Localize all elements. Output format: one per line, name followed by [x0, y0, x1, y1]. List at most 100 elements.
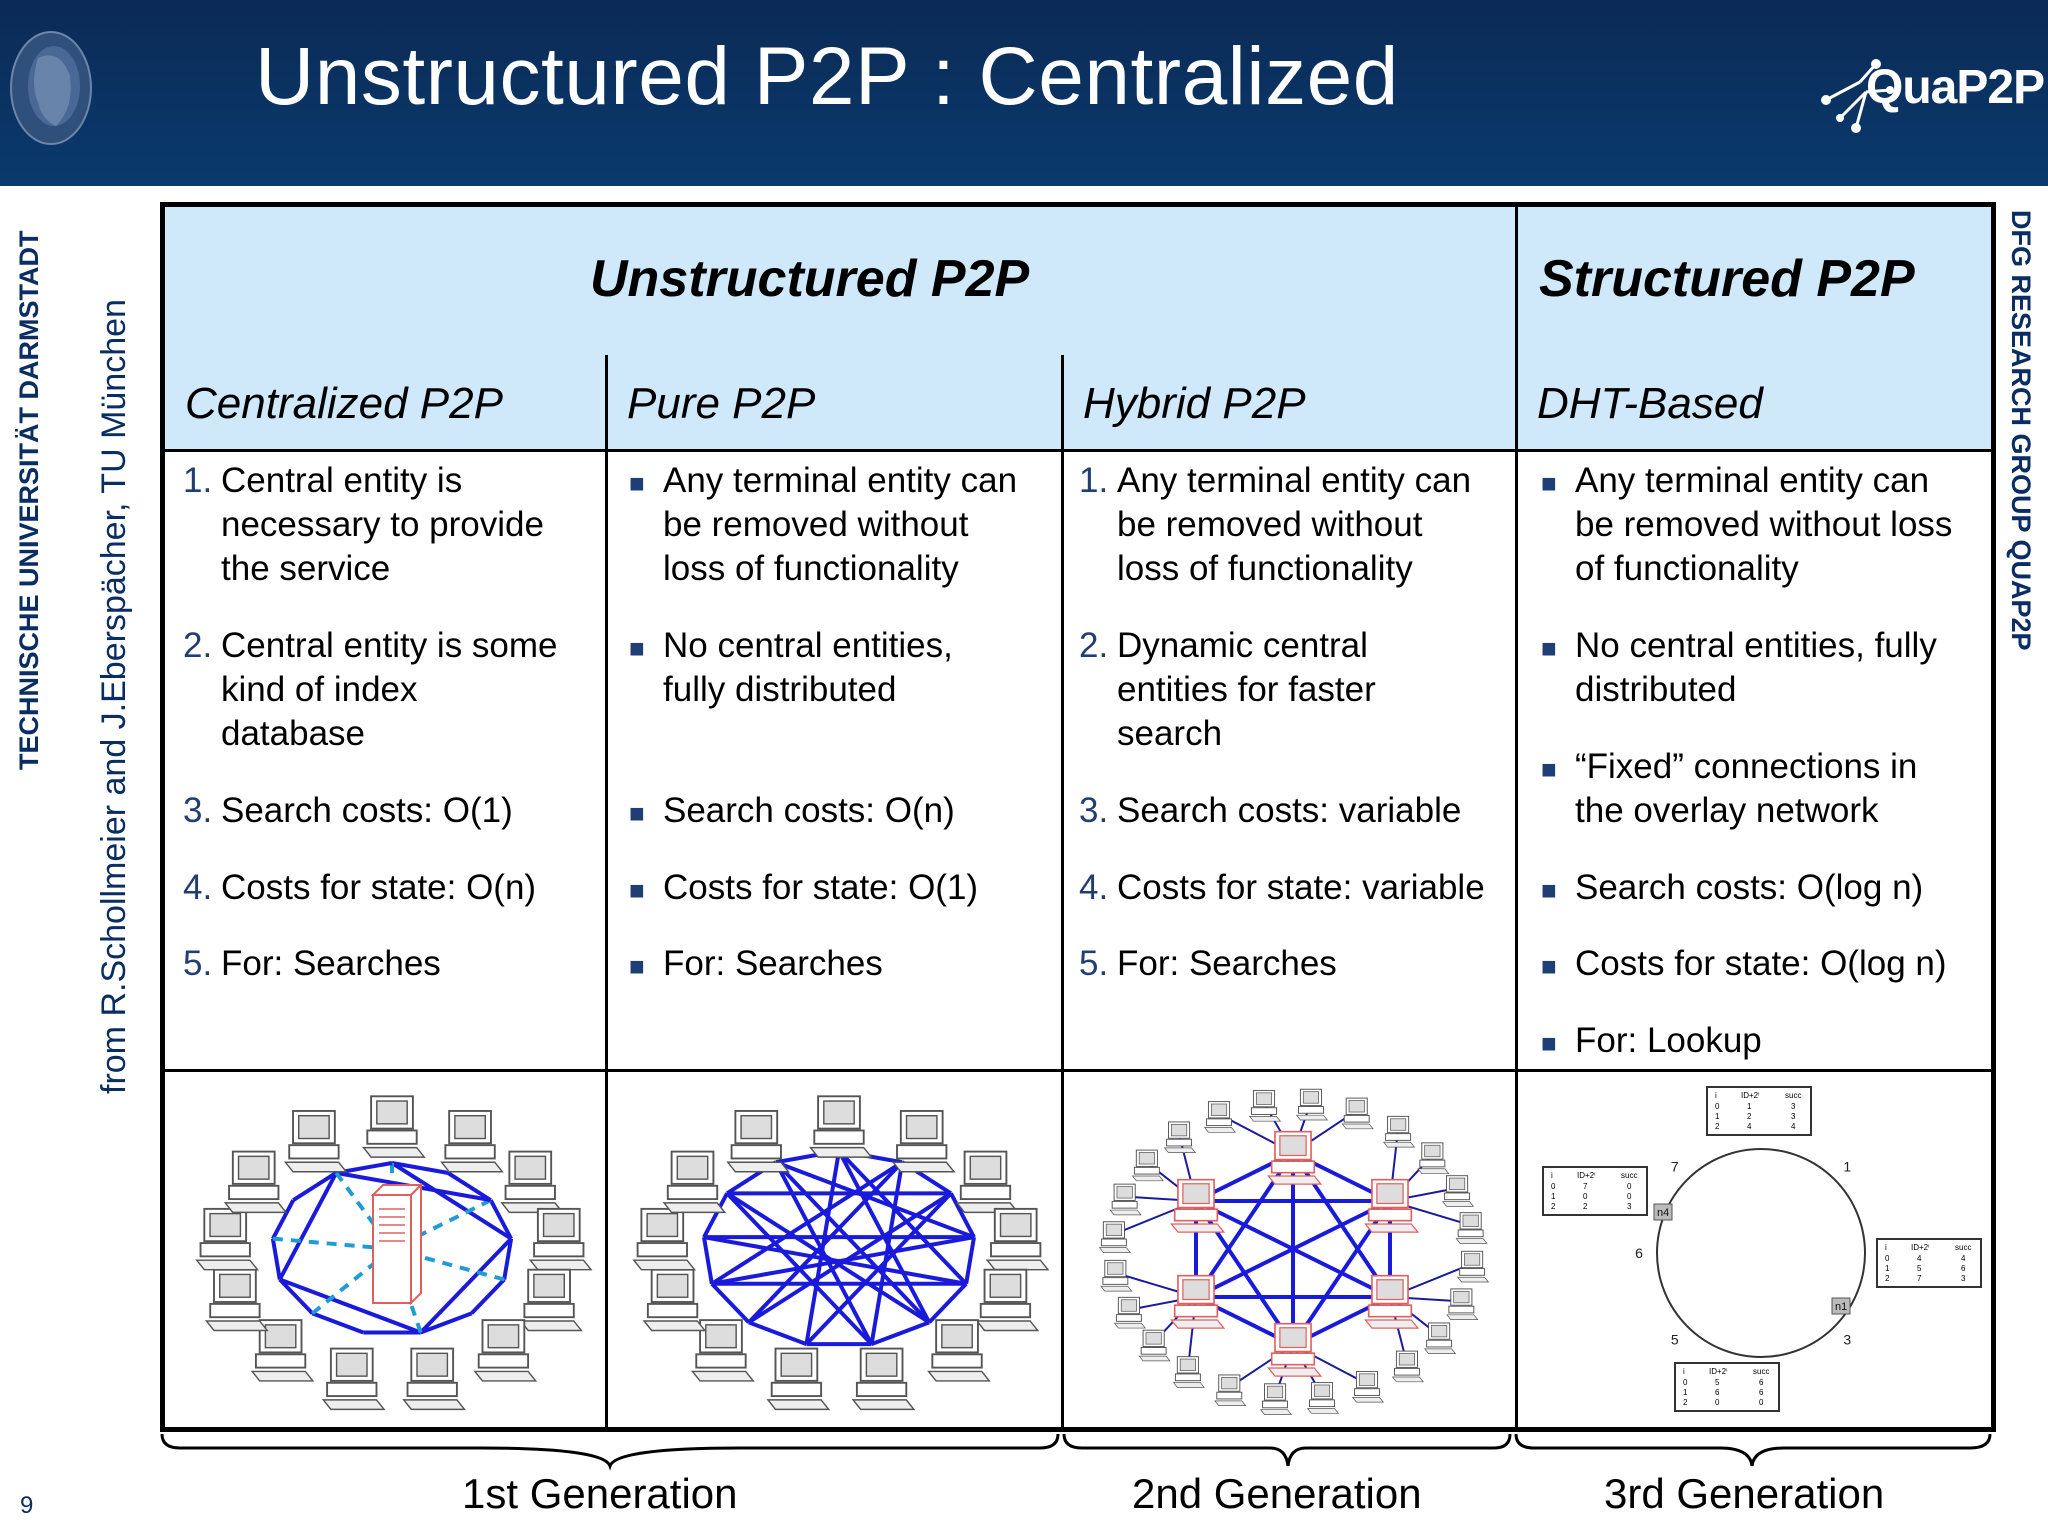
centralized-network-illustration [195, 1095, 593, 1411]
finger-header: succ [1753, 1367, 1769, 1376]
peer-link [311, 1311, 364, 1335]
finger-cell: 6 [1961, 1264, 1966, 1273]
item-text: the overlay network [1575, 791, 1879, 830]
computer-icon [1131, 1149, 1164, 1182]
finger-cell: 0 [1683, 1378, 1688, 1387]
column-divider [1061, 355, 1064, 1427]
computer-icon [1391, 1350, 1425, 1383]
computer-icon [1364, 1178, 1420, 1233]
item-text: Search costs: variable [1117, 791, 1462, 830]
finger-header: i [1885, 1243, 1887, 1252]
bullet-icon: ■ [1541, 875, 1557, 905]
peer-link [419, 1237, 513, 1334]
chord-ring [1656, 1148, 1866, 1358]
computer-icon [1138, 1329, 1171, 1362]
item-text: For: Lookup [1575, 1021, 1762, 1060]
item-number: 3. [1079, 791, 1109, 830]
finger-cell: 0 [1551, 1182, 1556, 1191]
item-text: Costs for state: O(log n) [1575, 944, 1947, 983]
finger-cell: 2 [1683, 1398, 1688, 1407]
item-text: entities for faster [1117, 670, 1376, 709]
computer-icon [223, 1150, 288, 1214]
page-title: Unstructured P2P : Centralized [255, 31, 1399, 122]
computer-icon [1098, 1221, 1131, 1253]
ring-position-label: 6 [1635, 1245, 1643, 1261]
peer-link [446, 1171, 492, 1202]
header-band [0, 0, 2048, 186]
peer-link [702, 1236, 714, 1285]
column-header-centralized: Centralized P2P [185, 379, 503, 428]
peer-link [270, 1238, 282, 1280]
peer-link [292, 1171, 338, 1202]
item-number: 5. [1079, 944, 1109, 983]
generation-label-third: 3rd Generation [1604, 1470, 1885, 1517]
bullet-icon: ■ [629, 633, 645, 663]
peer-link [748, 1320, 808, 1347]
finger-cell: 6 [1759, 1378, 1764, 1387]
computer-icon [1423, 1322, 1457, 1355]
peer-link [774, 1160, 931, 1324]
computer-icon [362, 1095, 426, 1158]
computer-icon [1100, 1259, 1133, 1292]
item-number: 2. [183, 626, 213, 665]
peer-link [710, 1282, 751, 1324]
item-text: search [1117, 714, 1223, 753]
computer-icon [1351, 1370, 1385, 1403]
peer-link [271, 1199, 296, 1240]
computer-icon [726, 1110, 791, 1173]
computer-icon [809, 1095, 873, 1158]
computer-icon [1267, 1130, 1323, 1185]
computer-icon [1341, 1097, 1374, 1130]
item-text: Any terminal entity can [1117, 461, 1472, 500]
bullet-icon: ■ [1541, 754, 1557, 784]
finger-cell: 2 [1583, 1202, 1588, 1211]
finger-header: i [1683, 1367, 1685, 1376]
item-text: Any terminal entity can [1575, 461, 1930, 500]
item-text: Search costs: O(1) [221, 791, 513, 830]
chord-node: n1 [1831, 1297, 1851, 1315]
finger-cell: 4 [1747, 1122, 1752, 1131]
computer-icon [1417, 1142, 1450, 1174]
computer-icon [528, 1207, 593, 1271]
peer-link [502, 1238, 514, 1280]
item-text: of functionality [1575, 549, 1799, 588]
item-text: Costs for state: O(n) [221, 868, 537, 907]
images-divider [165, 1069, 1991, 1072]
ring-position-label: 7 [1671, 1159, 1679, 1175]
finger-header: ID+2ⁱ [1911, 1243, 1930, 1252]
finger-cell: 4 [1917, 1254, 1922, 1263]
finger-cell: 2 [1715, 1122, 1720, 1131]
group-header-structured: Structured P2P [1539, 250, 1915, 308]
dht-chord-ring-illustration: 01234567n3n4n1n2iID+2ⁱsucc013123244iID+2… [1542, 1086, 1982, 1412]
ring-position-label: 3 [1843, 1331, 1851, 1347]
finger-cell: 6 [1715, 1388, 1720, 1397]
p2p-comparison-table: Unstructured P2P Structured P2P Centrali… [160, 202, 1996, 1432]
item-text: distributed [1575, 670, 1737, 709]
item-number: 2. [1079, 626, 1109, 665]
computer-icon [1446, 1288, 1479, 1320]
computer-icon [1109, 1183, 1142, 1216]
finger-header: i [1715, 1091, 1717, 1100]
item-number: 1. [1079, 461, 1109, 500]
computer-icon [1170, 1178, 1226, 1233]
item-text: loss of functionality [1117, 549, 1413, 588]
bullet-icon: ■ [1541, 468, 1557, 498]
computer-icon [500, 1150, 565, 1214]
peer-link [279, 1277, 422, 1335]
finger-cell: 7 [1917, 1274, 1922, 1283]
chord-node: n4 [1653, 1203, 1673, 1221]
item-text: Any terminal entity can [663, 461, 1018, 500]
computer-icon [1306, 1382, 1340, 1414]
peer-link [774, 1161, 874, 1346]
finger-cell: 2 [1885, 1274, 1890, 1283]
peer-link [390, 1161, 513, 1241]
item-text: No central entities, [663, 626, 953, 665]
finger-cell: 0 [1583, 1192, 1588, 1201]
node-label: n4 [1657, 1207, 1669, 1219]
computer-icon [642, 1268, 707, 1332]
column-divider [605, 355, 608, 1427]
item-text: fully distributed [663, 670, 897, 709]
